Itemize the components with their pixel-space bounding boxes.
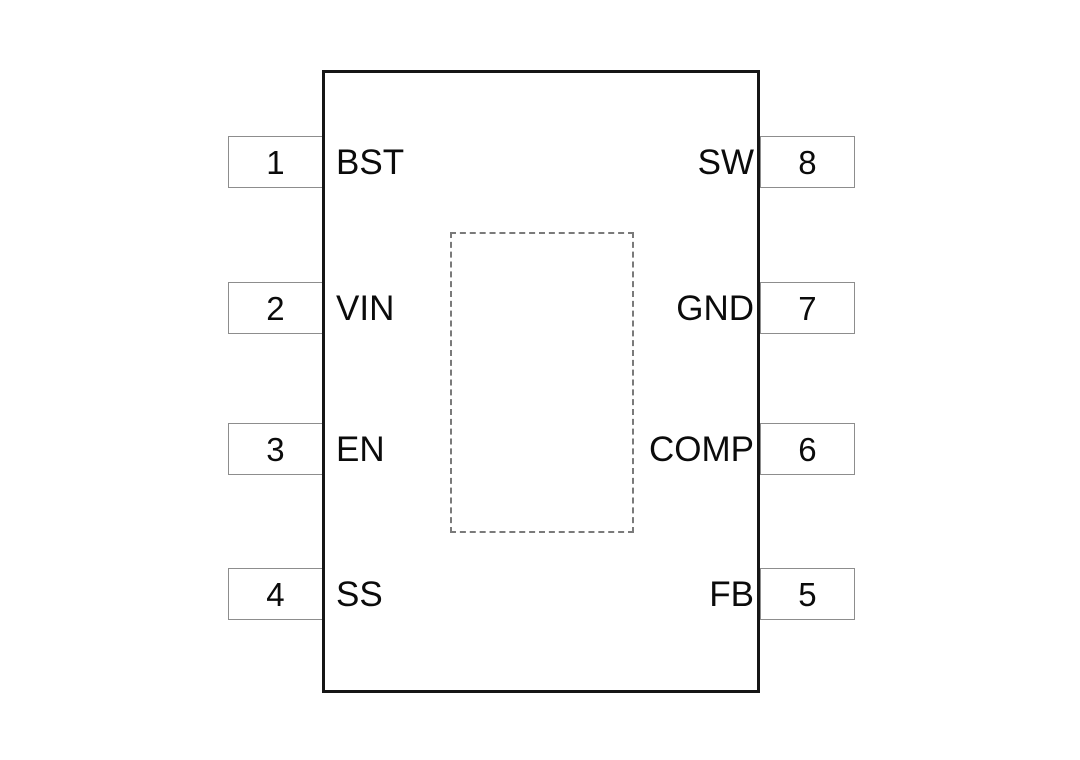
pin-number-5: 5 — [798, 575, 817, 613]
pin-number-7: 7 — [798, 289, 817, 327]
pin-label-bst: BST — [336, 136, 404, 188]
pin-box-8[interactable]: 8 — [760, 136, 855, 188]
pin-number-8: 8 — [798, 143, 817, 181]
ic-package-body — [322, 70, 760, 693]
pin-label-vin: VIN — [336, 282, 394, 334]
pin-label-gnd-text: GND — [676, 288, 754, 328]
pin-box-4[interactable]: 4 — [228, 568, 323, 620]
pin-label-en: EN — [336, 423, 385, 475]
pin-label-en-text: EN — [336, 429, 385, 469]
pin-number-3: 3 — [266, 430, 285, 468]
pin-label-sw: SW — [698, 136, 754, 188]
pin-box-1[interactable]: 1 — [228, 136, 323, 188]
pin-label-comp: COMP — [649, 423, 754, 475]
pin-number-2: 2 — [266, 289, 285, 327]
pin-label-comp-text: COMP — [649, 429, 754, 469]
pin-label-fb: FB — [709, 568, 754, 620]
pin-label-vin-text: VIN — [336, 288, 395, 328]
pin-box-2[interactable]: 2 — [228, 282, 323, 334]
pin-box-5[interactable]: 5 — [760, 568, 855, 620]
pin-label-gnd: GND — [676, 282, 754, 334]
pin-box-7[interactable]: 7 — [760, 282, 855, 334]
pin-box-6[interactable]: 6 — [760, 423, 855, 475]
pin-label-ss-text: SS — [336, 574, 383, 614]
pin-label-sw-text: SW — [697, 142, 754, 182]
exposed-thermal-pad — [450, 232, 634, 533]
pin-label-ss: SS — [336, 568, 383, 620]
pin-number-6: 6 — [798, 430, 817, 468]
pin-number-1: 1 — [266, 143, 285, 181]
pin-number-4: 4 — [266, 575, 285, 613]
pin-box-3[interactable]: 3 — [228, 423, 323, 475]
pin-label-bst-text: BST — [336, 142, 405, 182]
pin-label-fb-text: FB — [709, 574, 754, 614]
